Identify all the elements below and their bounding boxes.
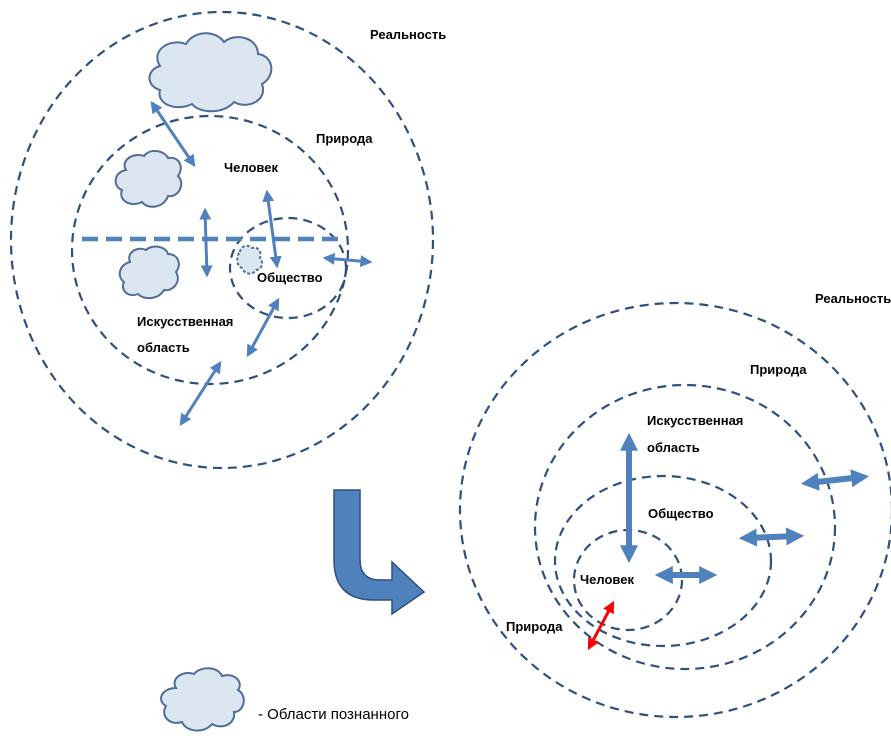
right-nature-circle — [533, 383, 837, 671]
right-nature-label: Природа — [750, 362, 807, 377]
right-artificial-label-line1: Искусственная — [647, 413, 743, 428]
right-artificial-label-line2: область — [647, 440, 700, 455]
right-reality-circle — [458, 301, 891, 719]
double-arrow — [738, 527, 805, 547]
cloud-icon — [148, 32, 273, 113]
legend: - Области познанного — [160, 667, 409, 732]
double-arrow — [179, 360, 222, 427]
left-artificial-label-line2: область — [137, 340, 190, 355]
left-artificial-label-line1: Искусственная — [137, 314, 233, 329]
cloud-icon — [118, 245, 180, 300]
left-society-circle — [228, 216, 348, 320]
right-reality-label: Реальность — [815, 291, 891, 306]
left-arrows — [150, 101, 373, 427]
double-arrow — [800, 469, 870, 491]
red-double-arrow — [587, 600, 615, 651]
transition-arrow — [333, 489, 426, 616]
double-arrow — [150, 101, 196, 167]
left-human-label: Человек — [224, 160, 278, 175]
left-reality-circle — [9, 10, 435, 470]
right-nature-outer-label: Природа — [506, 619, 563, 634]
double-arrow — [199, 207, 213, 278]
right-society-circle — [553, 474, 773, 648]
right-society-label: Общество — [648, 506, 714, 521]
double-arrow — [262, 189, 282, 269]
cloud-icon — [114, 150, 183, 208]
left-nature-circle — [70, 114, 350, 386]
right-human-label: Человек — [580, 572, 634, 587]
right-arrows — [620, 432, 870, 584]
double-arrow — [246, 297, 280, 358]
left-society-label: Общество — [257, 270, 323, 285]
left-reality-label: Реальность — [370, 27, 446, 42]
left-nature-label: Природа — [316, 131, 373, 146]
right-diagram — [458, 301, 891, 719]
legend-text: - Области познанного — [258, 706, 409, 723]
double-arrow — [322, 252, 373, 268]
cloud-icon — [236, 244, 264, 275]
cloud-icon — [160, 667, 245, 732]
